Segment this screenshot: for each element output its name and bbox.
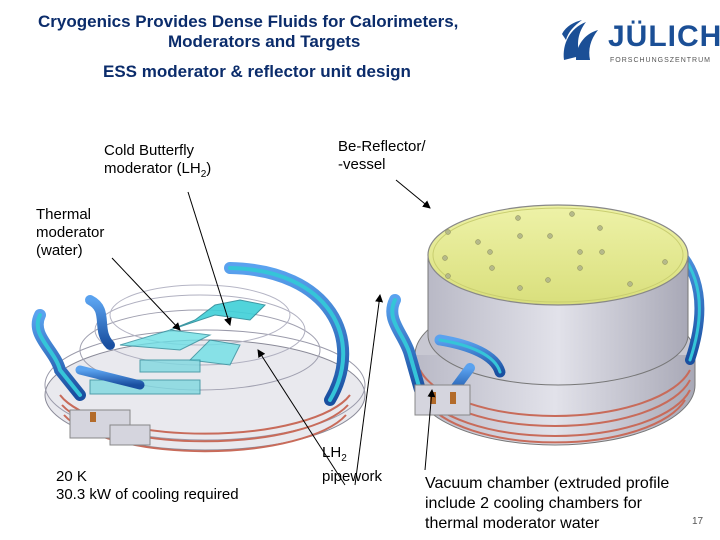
label-be-reflector-line1: Be-Reflector/ [338, 138, 426, 155]
label-vacuum-line2: include 2 cooling chambers for [425, 495, 643, 512]
label-lh2-pipework: LH2 pipework [322, 444, 382, 486]
page-number: 17 [692, 516, 704, 527]
logo-wordmark: JÜLICH [608, 20, 720, 53]
label-vacuum-line1: Vacuum chamber (extruded profile [425, 475, 670, 492]
label-cold-butterfly-line1: Cold Butterfly [104, 142, 195, 159]
label-be-reflector: Be-Reflector/ -vessel [338, 138, 426, 174]
left-assembly [31, 262, 366, 453]
label-temp-line1: 20 K [56, 468, 87, 485]
label-lh2-prefix: LH [322, 444, 342, 461]
label-lh2-sub: 2 [341, 453, 347, 464]
page-subtitle: ESS moderator & reflector unit design [103, 62, 411, 81]
arrow-cold-butterfly [187, 191, 232, 326]
label-cold-butterfly-suffix: ) [206, 160, 212, 177]
label-temperature-cooling: 20 K 30.3 kW of cooling required [56, 468, 239, 504]
juelich-logo-mark-icon [562, 20, 598, 60]
label-thermal-line3: (water) [36, 242, 83, 259]
arrow-lh2-left [257, 349, 346, 486]
arrow-thermal [111, 257, 181, 331]
label-temp-line2: 30.3 kW of cooling required [56, 486, 239, 503]
arrow-lh2-right [354, 294, 384, 486]
label-thermal-line2: moderator [36, 224, 105, 241]
right-assembly [386, 204, 705, 446]
arrow-vacuum [424, 389, 436, 471]
leader-lines [111, 179, 436, 486]
logo-subtext: FORSCHUNGSZENTRUM [610, 57, 711, 64]
label-be-reflector-line2: -vessel [338, 156, 386, 173]
page-title-line2: Moderators and Targets [168, 32, 361, 51]
arrow-be-reflector [395, 179, 431, 209]
label-vacuum-chamber: Vacuum chamber (extruded profile include… [425, 474, 669, 534]
label-lh2-line2: pipework [322, 468, 383, 485]
label-cold-butterfly-prefix: moderator (LH [104, 160, 201, 177]
label-vacuum-line3: thermal moderator water [425, 515, 600, 532]
label-thermal-line1: Thermal [36, 206, 92, 223]
juelich-logo: JÜLICH FORSCHUNGSZENTRUM [556, 14, 720, 74]
label-thermal-moderator: Thermal moderator (water) [36, 206, 104, 260]
label-cold-butterfly-line2: moderator (LH2) [104, 160, 211, 184]
page-title-line1: Cryogenics Provides Dense Fluids for Cal… [38, 12, 459, 31]
label-cold-butterfly-sub: 2 [200, 169, 207, 180]
label-cold-butterfly: Cold Butterfly moderator (LH2) [104, 142, 211, 184]
label-lh2-line1: LH2 [322, 444, 382, 468]
